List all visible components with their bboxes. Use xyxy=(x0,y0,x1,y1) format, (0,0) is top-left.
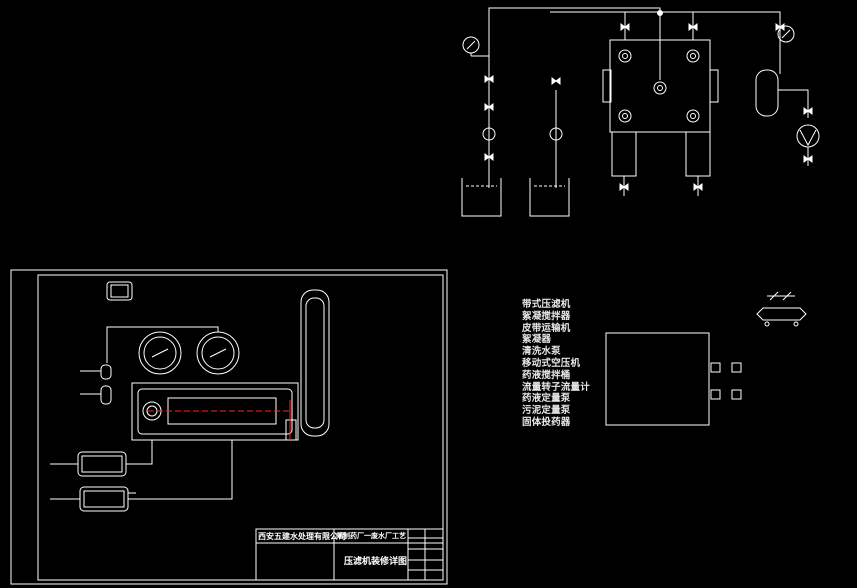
title-block-drawing-title: 压滤机装修详图 xyxy=(344,557,408,567)
legend-item: 皮带运输机 xyxy=(522,322,571,334)
legend-item: 带式压滤机 xyxy=(522,299,571,310)
legend-item: 污泥定量泵 xyxy=(522,405,571,417)
legend-item: 絮凝搅拌器 xyxy=(522,310,571,322)
legend-item: 清洗水泵 xyxy=(522,346,561,358)
press-center-line xyxy=(148,400,292,440)
legend-item: 药液定量泵 xyxy=(522,393,571,405)
legend-item: 药液搅拌桶 xyxy=(522,369,571,381)
title-block-project: 某制药厂一废水厂工艺废水处理 xyxy=(336,532,406,540)
process-flow-schematic xyxy=(461,7,820,217)
layout-drawing-sheet xyxy=(10,269,448,585)
equipment-legend: 带式压滤机 絮凝搅拌器 皮带运输机 絮凝器 清洗水泵 移动式空压机 药液搅拌桶 … xyxy=(522,299,590,429)
equipment-plan xyxy=(605,291,807,426)
legend-item: 移动式空压机 xyxy=(522,357,581,369)
legend-item: 絮凝器 xyxy=(522,334,552,346)
title-block-company: 西安五建水处理有限公司 xyxy=(258,532,346,541)
legend-item: 固体投药器 xyxy=(522,416,571,428)
legend-item: 流量转子流量计 xyxy=(522,381,590,393)
